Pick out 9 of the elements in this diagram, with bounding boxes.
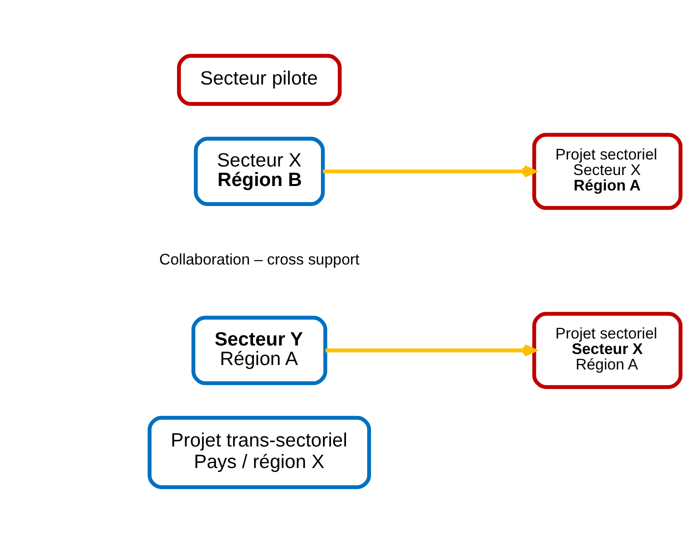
node-box: Projet trans-sectoriel Pays / région X <box>148 416 372 490</box>
label: Collaboration – cross support <box>159 252 360 269</box>
node-box: Secteur pilote <box>177 54 342 106</box>
arrow <box>322 165 536 178</box>
node-box: Secteur Y Région A <box>191 316 328 386</box>
node-box: Projet sectoriel Secteur X Région A <box>532 312 682 389</box>
node-box: Secteur X Région B <box>194 136 325 206</box>
arrow <box>325 344 536 357</box>
node-box: Projet sectoriel Secteur X Région A <box>532 132 682 210</box>
